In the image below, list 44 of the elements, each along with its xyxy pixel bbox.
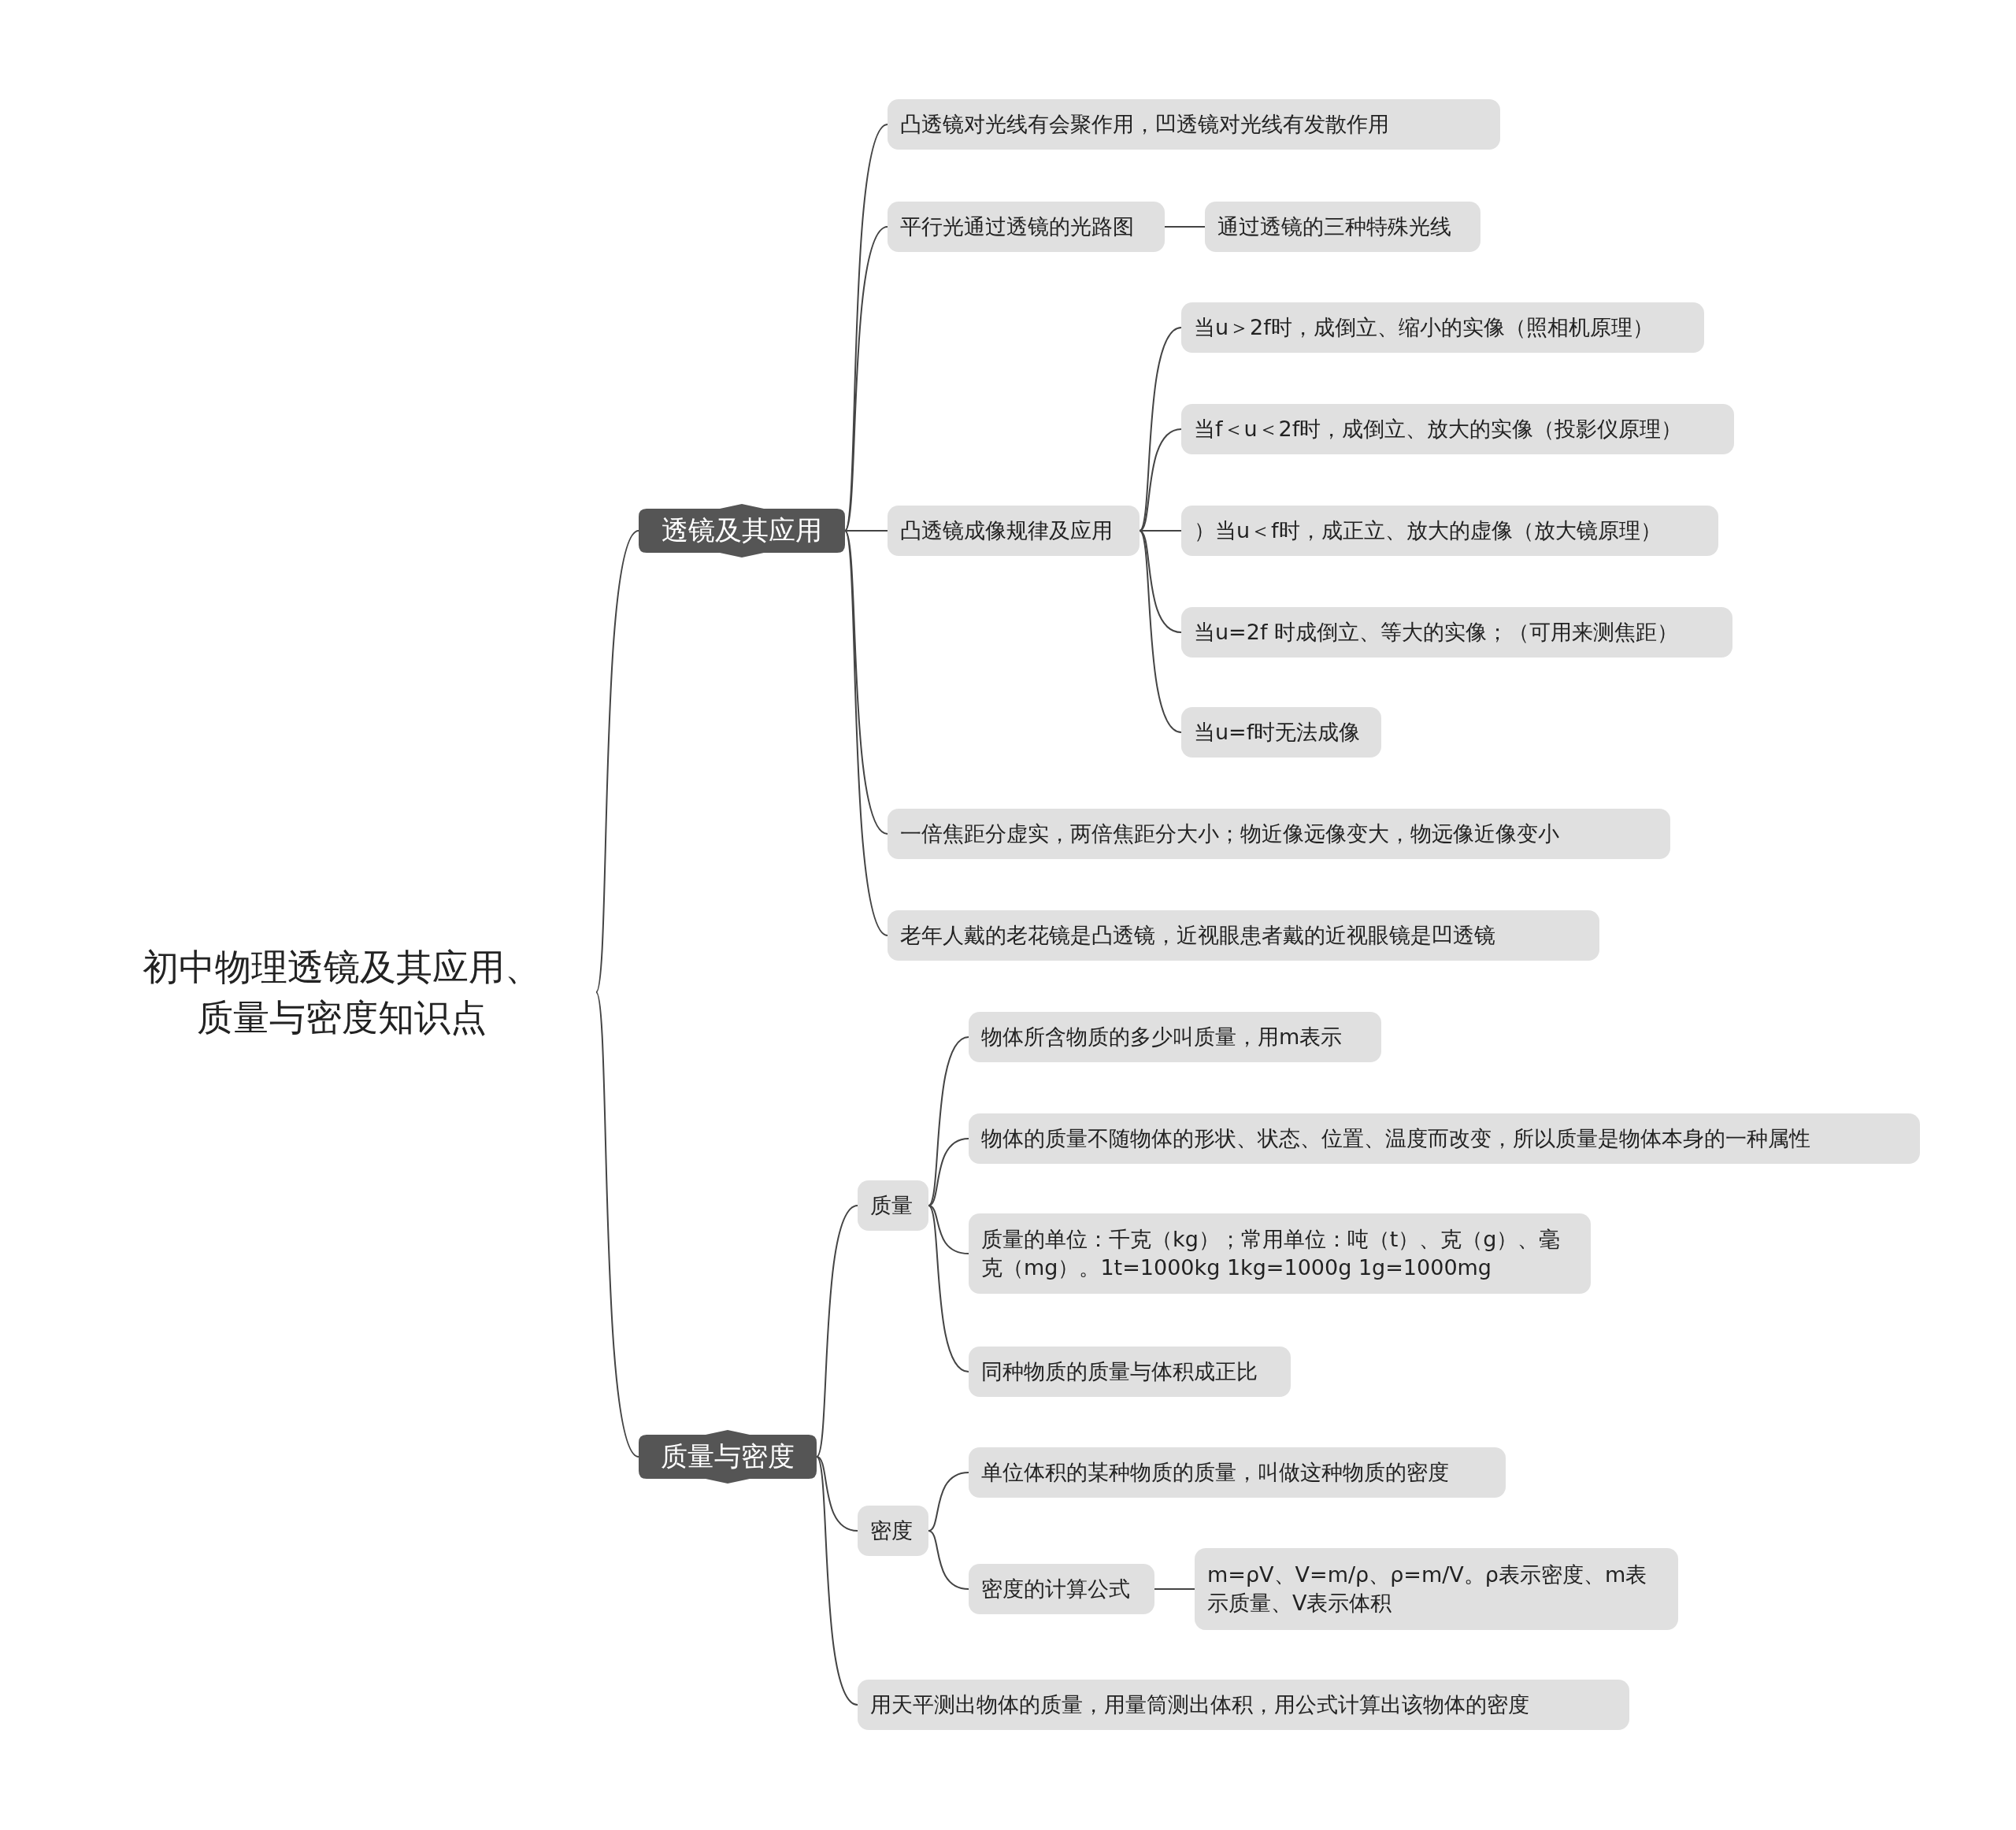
central-topic: 初中物理透镜及其应用、质量与密度知识点 [118,929,596,1055]
connector-line [1139,428,1182,532]
connector-line [928,1205,969,1372]
topic-box: 当u=f时无法成像 [1181,707,1381,758]
topic-box: 密度的计算公式 [969,1564,1154,1614]
topic-box: 当u=2f 时成倒立、等大的实像；（可用来测焦距） [1181,607,1732,658]
topic-box: m=ρV、V=m/ρ、ρ=m/V。ρ表示密度、m表示质量、V表示体积 [1195,1548,1678,1630]
topic-box: 物体的质量不随物体的形状、状态、位置、温度而改变，所以质量是物体本身的一种属性 [969,1113,1920,1164]
topic-box: 凸透镜对光线有会聚作用，凹透镜对光线有发散作用 [888,99,1500,150]
topic-box: 一倍焦距分虚实，两倍焦距分大小；物近像远像变大，物远像近像变小 [888,809,1670,859]
topic-box: 质量的单位：千克（kg）；常用单位：吨（t）、克（g）、毫克（mg）。1t=1000kg 1kg=1000g 1g=1000mg [969,1213,1591,1294]
connector-line [928,1138,969,1206]
topic-box: 单位体积的某种物质的质量，叫做这种物质的密度 [969,1447,1506,1498]
topic-box: 老年人戴的老花镜是凸透镜，近视眼患者戴的近视眼镜是凹透镜 [888,910,1599,961]
connector-line [816,1205,858,1458]
connector-line [595,530,639,993]
topic-box: 密度 [858,1506,928,1556]
connector-line [928,1472,969,1532]
branch-topic: 透镜及其应用 [639,504,845,558]
connector-line [928,1036,969,1206]
connector-line [1139,530,1182,733]
connector-line [844,226,888,532]
topic-box: 质量 [858,1180,928,1231]
connector-line [928,1530,969,1590]
connector-line [844,530,888,936]
topic-box: 当f＜u＜2f时，成倒立、放大的实像（投影仪原理） [1181,404,1734,454]
connector-line [928,1205,969,1254]
topic-box: ）当u＜f时，成正立、放大的虚像（放大镜原理） [1181,506,1718,556]
branch-topic: 质量与密度 [639,1430,817,1484]
connector-line [816,1456,858,1532]
topic-box: 物体所含物质的多少叫质量，用m表示 [969,1012,1381,1062]
connector-line [1154,1588,1195,1590]
connector-line [595,991,639,1458]
topic-box: 同种物质的质量与体积成正比 [969,1347,1291,1397]
connector-line [1164,226,1206,228]
connector-line [844,530,888,532]
topic-box: 用天平测出物体的质量，用量筒测出体积，用公式计算出该物体的密度 [858,1680,1629,1730]
connector-line [844,530,888,835]
topic-box: 当u＞2f时，成倒立、缩小的实像（照相机原理） [1181,302,1704,353]
connector-line [1139,530,1182,633]
topic-box: 凸透镜成像规律及应用 [888,506,1140,556]
topic-box: 通过透镜的三种特殊光线 [1205,202,1480,252]
connector-line [816,1456,858,1706]
topic-box: 平行光通过透镜的光路图 [888,202,1165,252]
